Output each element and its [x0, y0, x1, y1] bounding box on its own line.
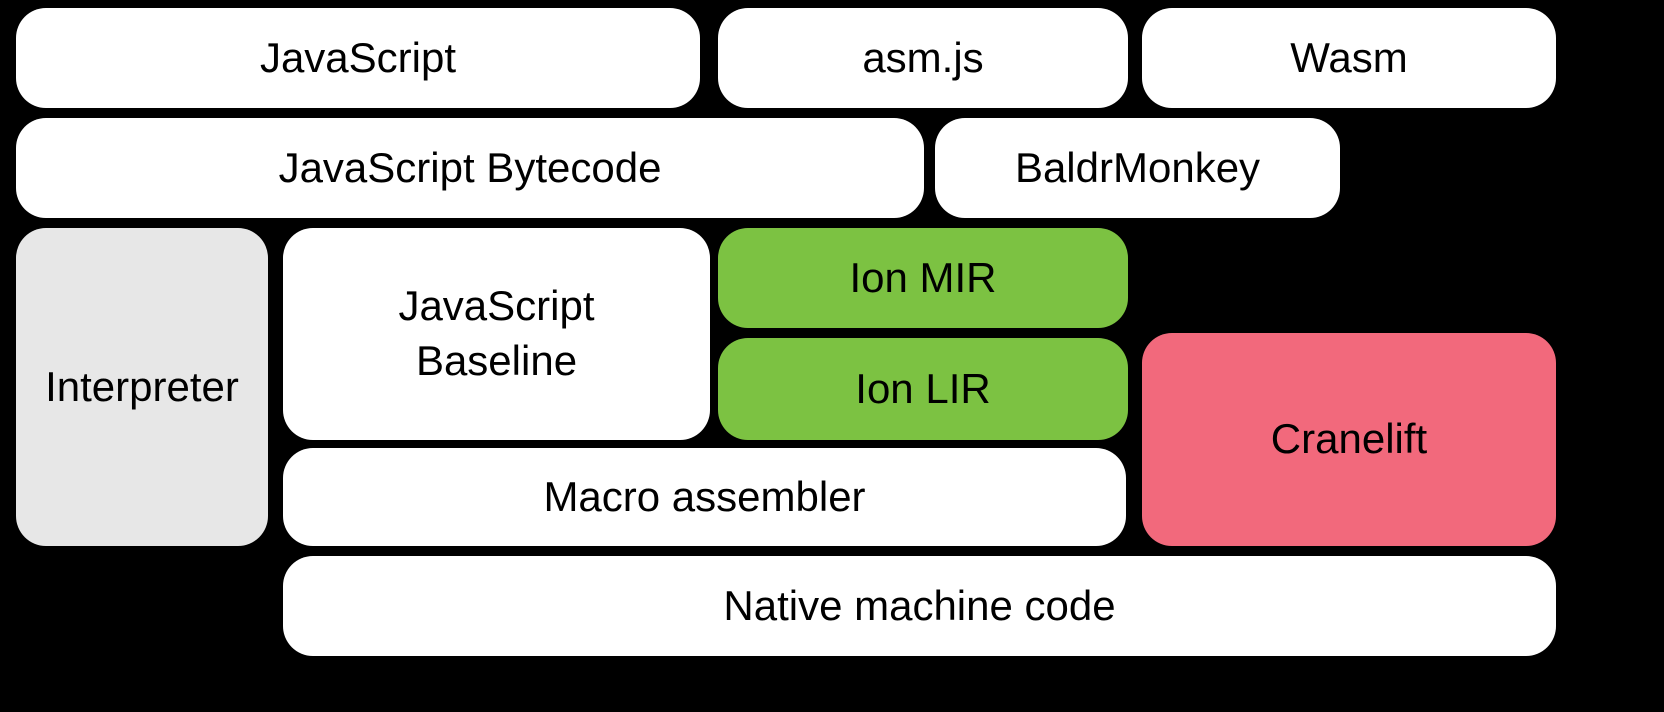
node-ion-mir: Ion MIR	[718, 228, 1128, 328]
node-interpreter: Interpreter	[16, 228, 268, 546]
node-javascript: JavaScript	[16, 8, 700, 108]
node-ion-lir: Ion LIR	[718, 338, 1128, 440]
node-asmjs: asm.js	[718, 8, 1128, 108]
node-baldrmonkey: BaldrMonkey	[935, 118, 1340, 218]
node-wasm: Wasm	[1142, 8, 1556, 108]
node-javascript-baseline: JavaScript Baseline	[283, 228, 710, 440]
node-native-machine-code: Native machine code	[283, 556, 1556, 656]
node-javascript-bytecode: JavaScript Bytecode	[16, 118, 924, 218]
node-macro-assembler: Macro assembler	[283, 448, 1126, 546]
node-cranelift: Cranelift	[1142, 333, 1556, 546]
